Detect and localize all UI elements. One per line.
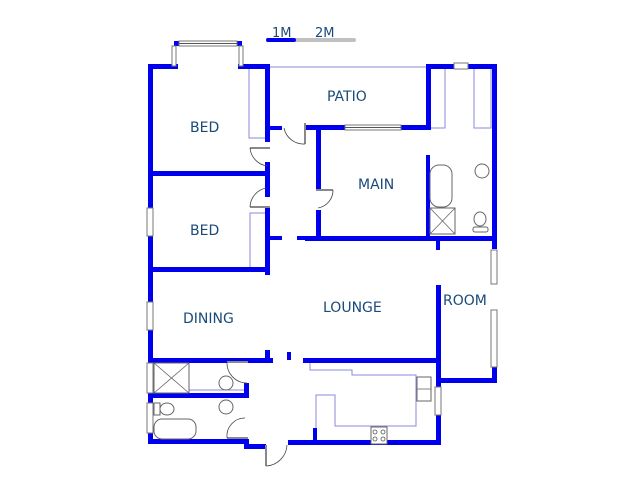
window-kitchen bbox=[434, 386, 442, 416]
scale-bar: 1M 2M bbox=[266, 26, 356, 42]
scale-label-1m: 1M bbox=[272, 26, 292, 41]
window-room-lower bbox=[490, 309, 498, 368]
room-label-main: MAIN bbox=[358, 177, 394, 193]
bathtub-guest-icon bbox=[153, 418, 197, 440]
basin-guest-1-icon bbox=[218, 375, 234, 391]
basin-main-icon bbox=[474, 163, 490, 179]
room-label-lounge: LOUNGE bbox=[323, 300, 382, 316]
bathtub-main-icon bbox=[429, 164, 453, 208]
window-ensuite bbox=[453, 62, 469, 70]
walls bbox=[148, 41, 497, 449]
window-bay-left bbox=[171, 45, 177, 67]
window-bath bbox=[146, 402, 154, 434]
doors bbox=[226, 123, 334, 467]
toilet-guest-icon bbox=[153, 402, 161, 416]
room-label-patio: PATIO bbox=[327, 89, 367, 105]
basin-guest-2-icon bbox=[218, 399, 234, 415]
fixtures bbox=[153, 163, 490, 445]
windows bbox=[146, 40, 498, 434]
room-label-room: ROOM bbox=[443, 293, 487, 309]
stove-icon bbox=[370, 426, 388, 445]
window-dining bbox=[146, 301, 154, 331]
room-label-dining: DINING bbox=[183, 311, 234, 327]
window-room-upper bbox=[490, 249, 498, 285]
room-label-bed1: BED bbox=[190, 120, 219, 136]
toilet-main-icon bbox=[473, 211, 487, 227]
window-bay-right bbox=[238, 45, 244, 67]
window-bed2 bbox=[146, 207, 154, 237]
window-shower bbox=[146, 362, 154, 394]
room-labels: BED PATIO MAIN BED DINING LOUNGE ROOM bbox=[183, 89, 487, 327]
room-label-bed2: BED bbox=[190, 223, 219, 239]
scale-label-2m: 2M bbox=[315, 26, 335, 41]
